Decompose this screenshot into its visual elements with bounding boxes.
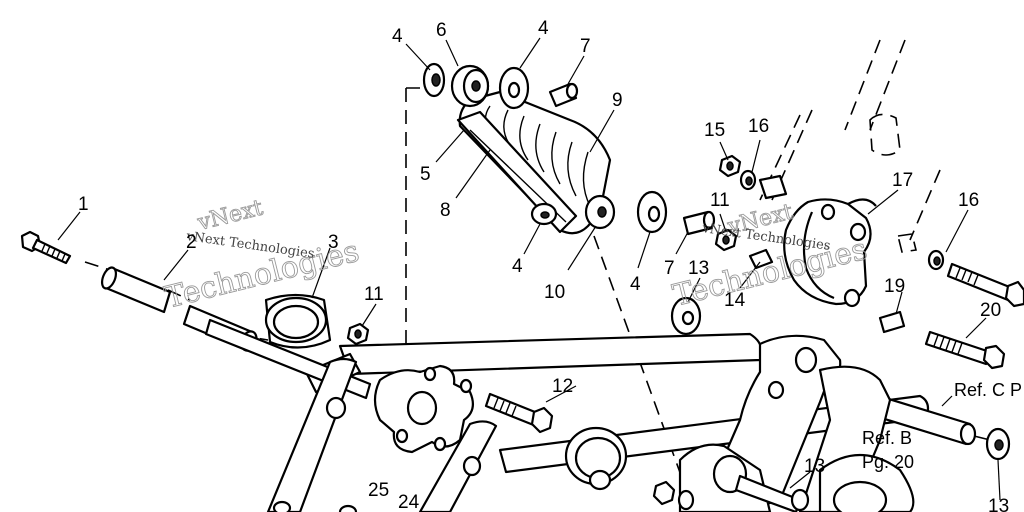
callout-20: 20 — [980, 300, 1001, 321]
washer-part-13 — [670, 296, 1011, 461]
callout-24: 24 — [398, 492, 420, 512]
callout-14: 14 — [724, 290, 746, 311]
callout-10: 10 — [544, 282, 565, 303]
callout-labels: 1 2 3 4 6 4 7 5 8 9 4 10 4 7 11 15 16 17… — [78, 18, 1009, 512]
washers-part-4 — [422, 62, 668, 234]
callout-11-left: 11 — [364, 284, 384, 305]
callout-16-top: 16 — [748, 116, 769, 137]
leader-lines — [57, 37, 1001, 501]
callout-4-lower-left: 4 — [512, 256, 523, 277]
callout-16-right: 16 — [958, 190, 979, 211]
bushing-part-3 — [264, 293, 332, 349]
swing-arm-frame — [204, 318, 977, 512]
callout-25: 25 — [368, 480, 389, 501]
callout-9: 9 — [612, 90, 623, 111]
bushing-part-7 — [548, 82, 716, 236]
bolt-part-12 — [484, 392, 554, 434]
callout-12: 12 — [552, 376, 573, 397]
callout-7-lower: 7 — [664, 258, 675, 279]
callout-2: 2 — [186, 232, 197, 253]
callout-13-bottom: 13 — [804, 456, 825, 477]
callout-15: 15 — [704, 120, 725, 141]
callout-11-right: 11 — [710, 190, 730, 211]
bolt-part-20 — [924, 330, 1006, 370]
callout-4-top-right: 4 — [538, 18, 549, 39]
watermark-small-left: vNext Technologies — [184, 229, 315, 262]
callout-13-right: 13 — [988, 496, 1009, 512]
callout-3: 3 — [328, 232, 339, 253]
callout-17: 17 — [892, 170, 913, 191]
ref-b-page: Pg. 20 — [862, 452, 914, 472]
callout-4-top-left: 4 — [392, 26, 403, 47]
callout-1: 1 — [78, 194, 89, 215]
bolt-part-1 — [20, 230, 72, 265]
hardware-right — [714, 113, 945, 334]
bolt-part-18 — [946, 262, 1024, 308]
callout-8: 8 — [440, 200, 451, 221]
ref-c-label: Ref. C P — [954, 380, 1022, 400]
callout-19: 19 — [884, 276, 905, 297]
callout-13-top: 13 — [688, 258, 709, 279]
callout-6: 6 — [436, 20, 447, 41]
ref-b-label: Ref. B — [862, 428, 912, 448]
callout-4-lower-right: 4 — [630, 274, 641, 295]
watermark-vnext-left: vNext — [194, 196, 265, 236]
callout-5: 5 — [420, 164, 431, 185]
bracket-part-17 — [783, 198, 877, 308]
callout-7-top: 7 — [580, 36, 591, 57]
reference-labels: Ref. B Pg. 20 Ref. C P — [862, 380, 1022, 472]
